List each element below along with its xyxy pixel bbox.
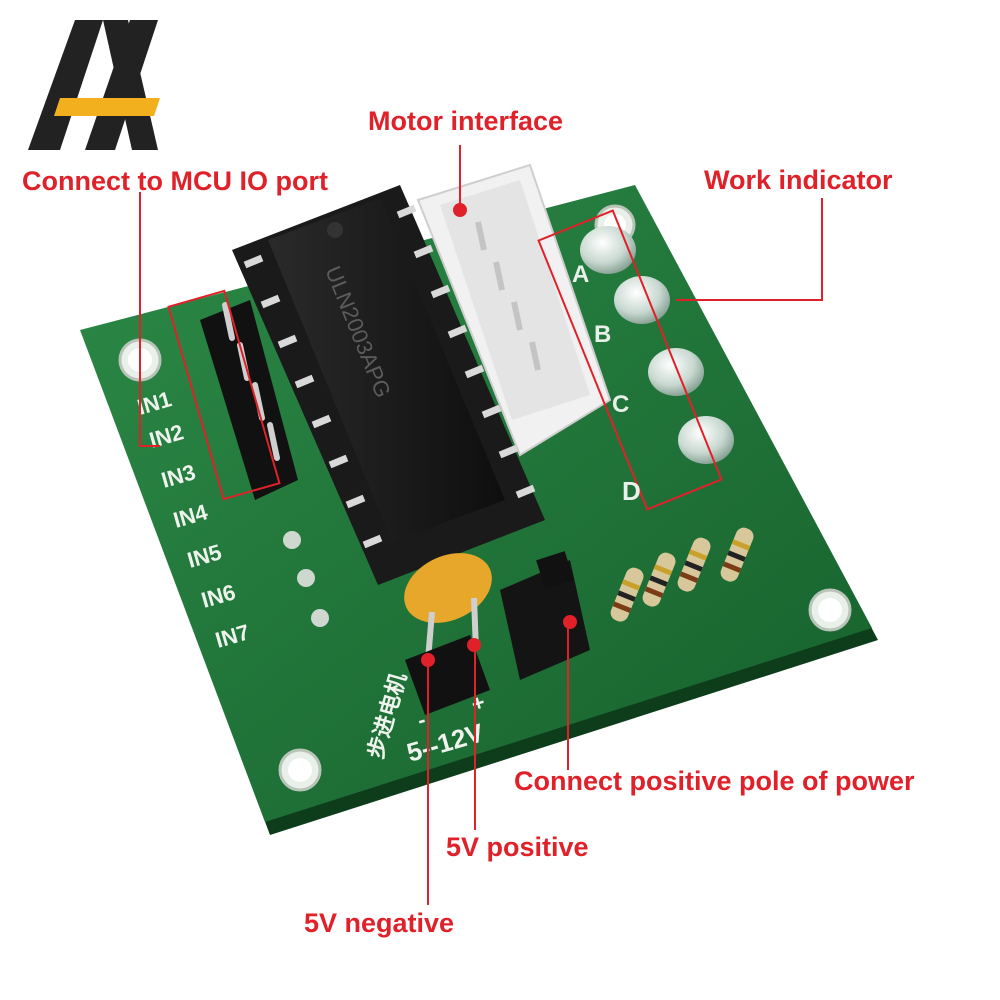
led-letter-a: A [572,261,589,288]
callout-work-indicator: Work indicator [704,165,893,195]
callout-mcu-io-port: Connect to MCU IO port [22,166,328,196]
led-indicators: A B C D [537,209,734,511]
resistors [610,527,754,622]
callout-motor-interface: Motor interface [368,106,564,136]
brand-logo-icon [28,20,160,150]
led-letter-b: B [594,321,611,348]
solder-pads [283,531,329,627]
callout-5v-negative: 5V negative [304,908,455,938]
input-pin-header [167,289,298,501]
led-letter-d: D [622,476,641,506]
callout-dots [421,203,577,667]
callout-5v-positive: 5V positive [446,832,589,862]
callout-lines [139,145,823,905]
led-letter-c: C [612,391,629,418]
uln2003-chip: ULN2003APG [232,185,545,585]
callout-positive-power: Connect positive pole of power [514,766,915,796]
motor-connector [416,163,612,457]
